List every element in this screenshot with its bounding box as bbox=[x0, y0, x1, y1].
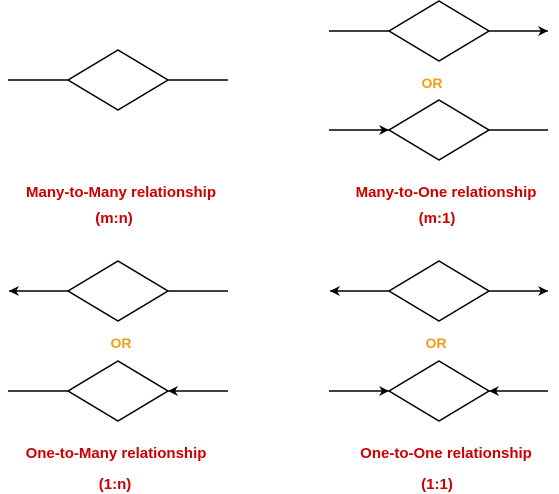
relationship-diamond bbox=[66, 360, 170, 422]
many-to-one-title: Many-to-One relationship bbox=[355, 184, 537, 201]
one-to-one-title: One-to-One relationship bbox=[360, 445, 532, 462]
many-to-one-symbol-a bbox=[329, 0, 548, 62]
one-to-one-symbol-b bbox=[329, 360, 548, 422]
many-to-one-notation: (m:1) bbox=[418, 210, 456, 227]
one-to-many-symbol-b bbox=[8, 360, 228, 422]
many-to-many-notation: (m:n) bbox=[95, 210, 133, 227]
many-to-many-title: Many-to-Many relationship bbox=[25, 184, 217, 201]
many-to-one-symbol-b bbox=[329, 99, 548, 161]
or-label-many-to-one: OR bbox=[421, 75, 443, 91]
relationship-diamond bbox=[66, 260, 170, 322]
or-label-one-to-one: OR bbox=[425, 335, 447, 351]
one-to-one-notation: (1:1) bbox=[421, 476, 453, 493]
relationship-diamond bbox=[387, 260, 491, 322]
one-to-many-title: One-to-Many relationship bbox=[25, 445, 207, 462]
relationship-diamond bbox=[66, 49, 170, 111]
relationship-diamond bbox=[387, 0, 491, 62]
relationship-diamond bbox=[387, 99, 491, 161]
one-to-one-symbol-a bbox=[330, 260, 548, 322]
many-to-many-symbol bbox=[8, 49, 228, 111]
one-to-many-symbol-a bbox=[9, 260, 228, 322]
relationship-diamond bbox=[387, 360, 491, 422]
or-label-one-to-many: OR bbox=[110, 335, 132, 351]
one-to-many-notation: (1:n) bbox=[98, 476, 132, 493]
